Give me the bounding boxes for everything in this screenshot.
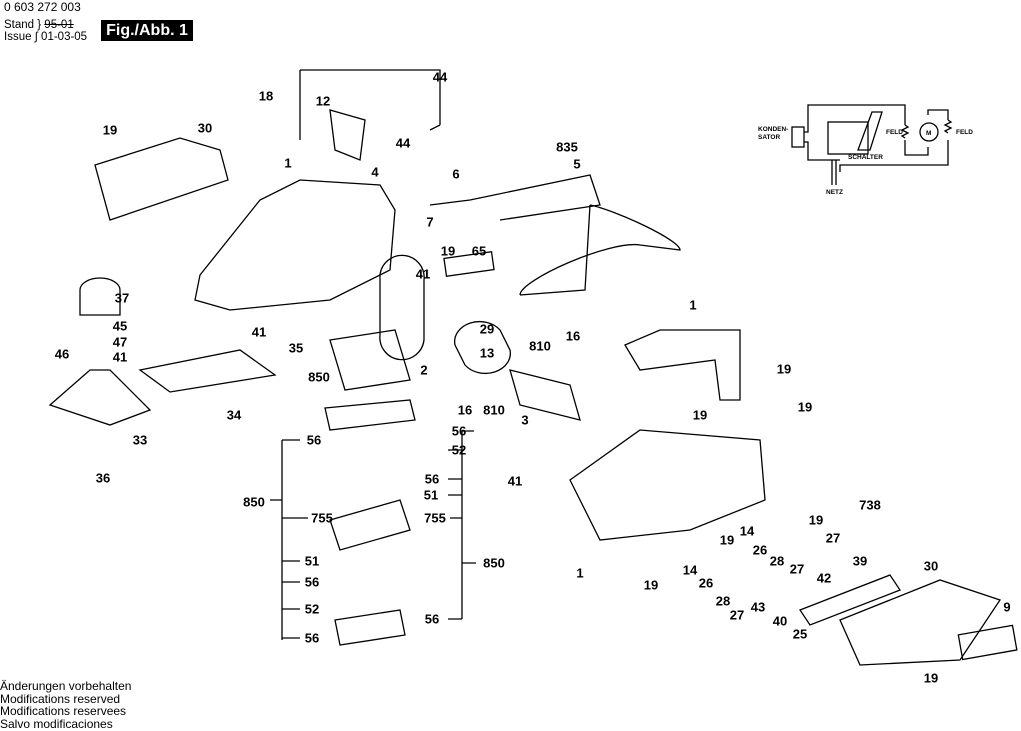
part-callout: 6 xyxy=(452,166,460,182)
part-callout: 40 xyxy=(772,613,788,629)
part-callout: 28 xyxy=(715,593,731,609)
part-callout: 2 xyxy=(420,362,428,378)
revision-block: Stand } 95-01 Issue ∫ 01-03-05 xyxy=(4,19,88,43)
schalter-label: SCHALTER xyxy=(848,154,883,161)
part-callout: 13 xyxy=(479,345,495,361)
parts-outlines xyxy=(48,69,1018,666)
stand-label: Stand xyxy=(4,19,35,31)
part-callout: 34 xyxy=(226,407,242,423)
part-callout: 56 xyxy=(451,423,467,439)
motor-label: M xyxy=(926,130,931,137)
part-callout: 835 xyxy=(556,139,578,155)
part-callout: 810 xyxy=(529,338,551,354)
part-callout: 65 xyxy=(471,243,487,259)
part-callout: 19 xyxy=(808,512,824,528)
part-callout: 36 xyxy=(95,470,111,486)
part-callout: 850 xyxy=(308,369,330,385)
part-callout: 850 xyxy=(483,555,505,571)
part-callout: 9 xyxy=(1003,599,1011,615)
footer-line: Salvo modificaciones xyxy=(0,716,113,731)
part-callout: 26 xyxy=(752,542,768,558)
part-callout: 56 xyxy=(306,432,322,448)
part-callout: 46 xyxy=(54,346,70,362)
part-callout: 810 xyxy=(483,402,505,418)
part-callout: 19 xyxy=(643,577,659,593)
part-callout: 25 xyxy=(792,626,808,642)
part-callout: 35 xyxy=(288,340,304,356)
part-callout: 12 xyxy=(315,93,331,109)
kondensator-label-2: SATOR xyxy=(758,134,780,141)
feld-left-label: FELD xyxy=(886,129,903,136)
part-callout: 19 xyxy=(797,399,813,415)
part-callout: 1 xyxy=(689,297,697,313)
part-callout: 41 xyxy=(251,324,267,340)
part-callout: 755 xyxy=(424,510,446,526)
footer-line: Modifications reserved xyxy=(0,691,121,706)
part-callout: 30 xyxy=(197,120,213,136)
footer-notes: Änderungen vorbehalten Modifications res… xyxy=(0,680,131,730)
part-callout: 42 xyxy=(816,570,832,586)
part-callout: 1 xyxy=(576,565,584,581)
part-callout: 16 xyxy=(457,402,473,418)
part-callout: 27 xyxy=(789,561,805,577)
part-callout: 7 xyxy=(426,214,434,230)
kondensator-label-1: KONDEN- xyxy=(758,126,788,133)
part-callout: 52 xyxy=(451,442,467,458)
document-number: 0 603 272 003 xyxy=(4,0,81,14)
footer-line: Modifications reservees xyxy=(0,704,127,718)
part-callout: 41 xyxy=(112,349,128,365)
part-callout: 19 xyxy=(102,122,118,138)
part-callout: 1 xyxy=(284,155,292,171)
issue-label: Issue xyxy=(4,31,32,43)
part-callout: 850 xyxy=(243,494,265,510)
part-callout: 47 xyxy=(112,334,128,350)
part-callout: 19 xyxy=(440,243,456,259)
netz-label: NETZ xyxy=(826,189,843,196)
part-callout: 27 xyxy=(729,607,745,623)
part-callout: 19 xyxy=(776,361,792,377)
issue-date: 01-03-05 xyxy=(41,31,88,43)
part-callout: 33 xyxy=(132,432,148,448)
part-callout: 41 xyxy=(415,266,431,282)
part-callout: 19 xyxy=(692,407,708,423)
part-callout: 41 xyxy=(507,473,523,489)
part-callout: 14 xyxy=(682,562,698,578)
part-callout: 26 xyxy=(698,575,714,591)
part-callout: 56 xyxy=(424,611,440,627)
part-callout: 4 xyxy=(371,164,379,180)
part-callout: 16 xyxy=(565,328,581,344)
footer-line: Änderungen vorbehalten xyxy=(0,679,132,693)
part-callout: 39 xyxy=(852,553,868,569)
part-callout: 19 xyxy=(719,532,735,548)
part-callout: 52 xyxy=(304,601,320,617)
part-callout: 3 xyxy=(521,412,529,428)
part-callout: 29 xyxy=(479,321,495,337)
part-callout: 5 xyxy=(573,156,581,172)
part-callout: 51 xyxy=(423,487,439,503)
part-callout: 18 xyxy=(258,88,274,104)
part-callout: 30 xyxy=(923,558,939,574)
part-callout: 56 xyxy=(304,574,320,590)
part-callout: 44 xyxy=(395,135,411,151)
figure-label: Fig./Abb. 1 xyxy=(101,20,193,41)
part-callout: 43 xyxy=(750,599,766,615)
part-callout: 45 xyxy=(112,318,128,334)
feld-right-label: FELD xyxy=(956,129,973,136)
part-callout: 27 xyxy=(825,530,841,546)
old-date: 95-01 xyxy=(44,19,74,31)
part-callout: 51 xyxy=(304,553,320,569)
part-callout: 738 xyxy=(859,497,881,513)
bracket-lines xyxy=(270,430,476,640)
part-callout: 755 xyxy=(311,510,333,526)
part-callout: 19 xyxy=(923,670,939,686)
part-callout: 56 xyxy=(424,471,440,487)
part-callout: 37 xyxy=(114,290,130,306)
circuit-diagram: KONDEN- SATOR SCHALTER FELD FELD M NETZ xyxy=(758,104,973,196)
part-callout: 14 xyxy=(739,523,755,539)
part-callout: 28 xyxy=(769,553,785,569)
part-callout: 44 xyxy=(432,69,448,85)
part-callout: 56 xyxy=(304,630,320,646)
